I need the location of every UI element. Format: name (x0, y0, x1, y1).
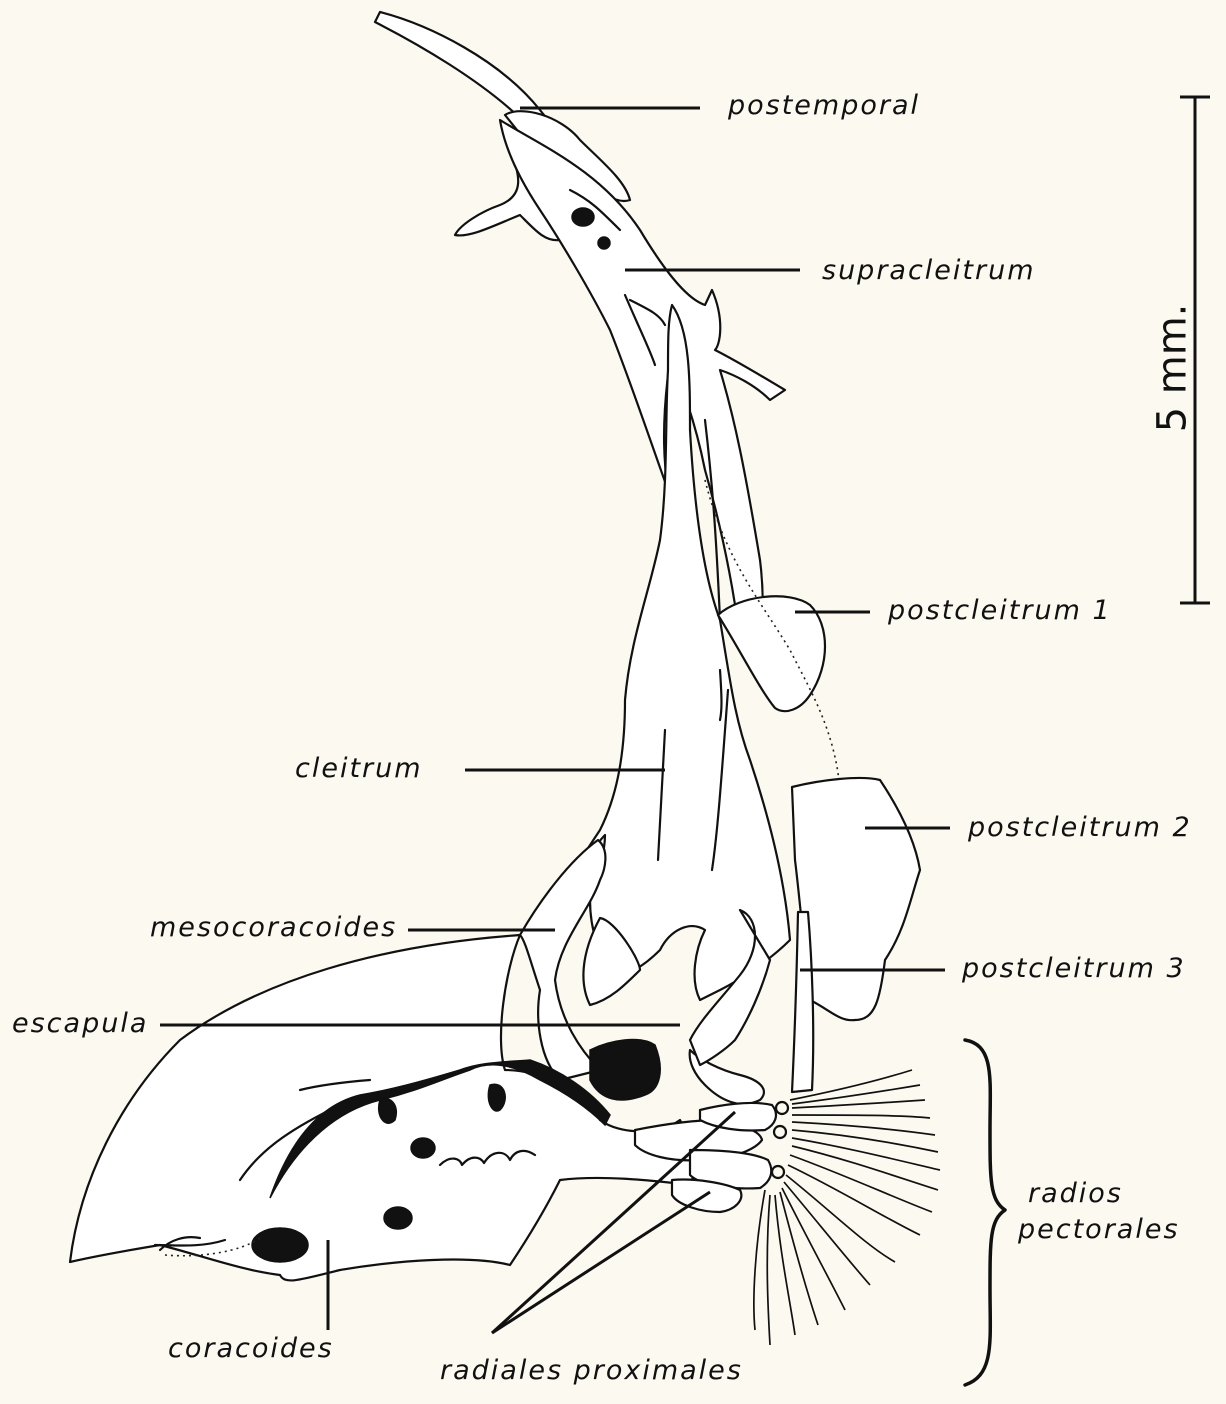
label-cleitrum: cleitrum (295, 753, 423, 784)
label-pectorales: pectorales (1018, 1214, 1180, 1245)
label-postemporal: postemporal (728, 90, 920, 121)
scale-bar-label: 5 mm. (1149, 304, 1195, 433)
label-coracoides: coracoides (168, 1333, 334, 1364)
postcleitrum-1-bone (718, 596, 825, 711)
label-postcleitrum-1: postcleitrum 1 (888, 595, 1112, 626)
label-mesocoracoides: mesocoracoides (150, 912, 397, 943)
radios-brace (965, 1040, 1005, 1385)
label-postcleitrum-3: postcleitrum 3 (962, 953, 1186, 984)
label-radios: radios (1028, 1178, 1123, 1209)
label-escapula: escapula (12, 1008, 148, 1039)
label-radiales-proximales: radiales proximales (440, 1355, 743, 1386)
radios-pectorales-rays (754, 1070, 940, 1345)
label-supracleitrum: supracleitrum (822, 255, 1036, 286)
label-postcleitrum-2: postcleitrum 2 (968, 812, 1192, 843)
postcleitrum-3-bone (792, 912, 813, 1092)
supracleitrum-bone (500, 120, 785, 650)
